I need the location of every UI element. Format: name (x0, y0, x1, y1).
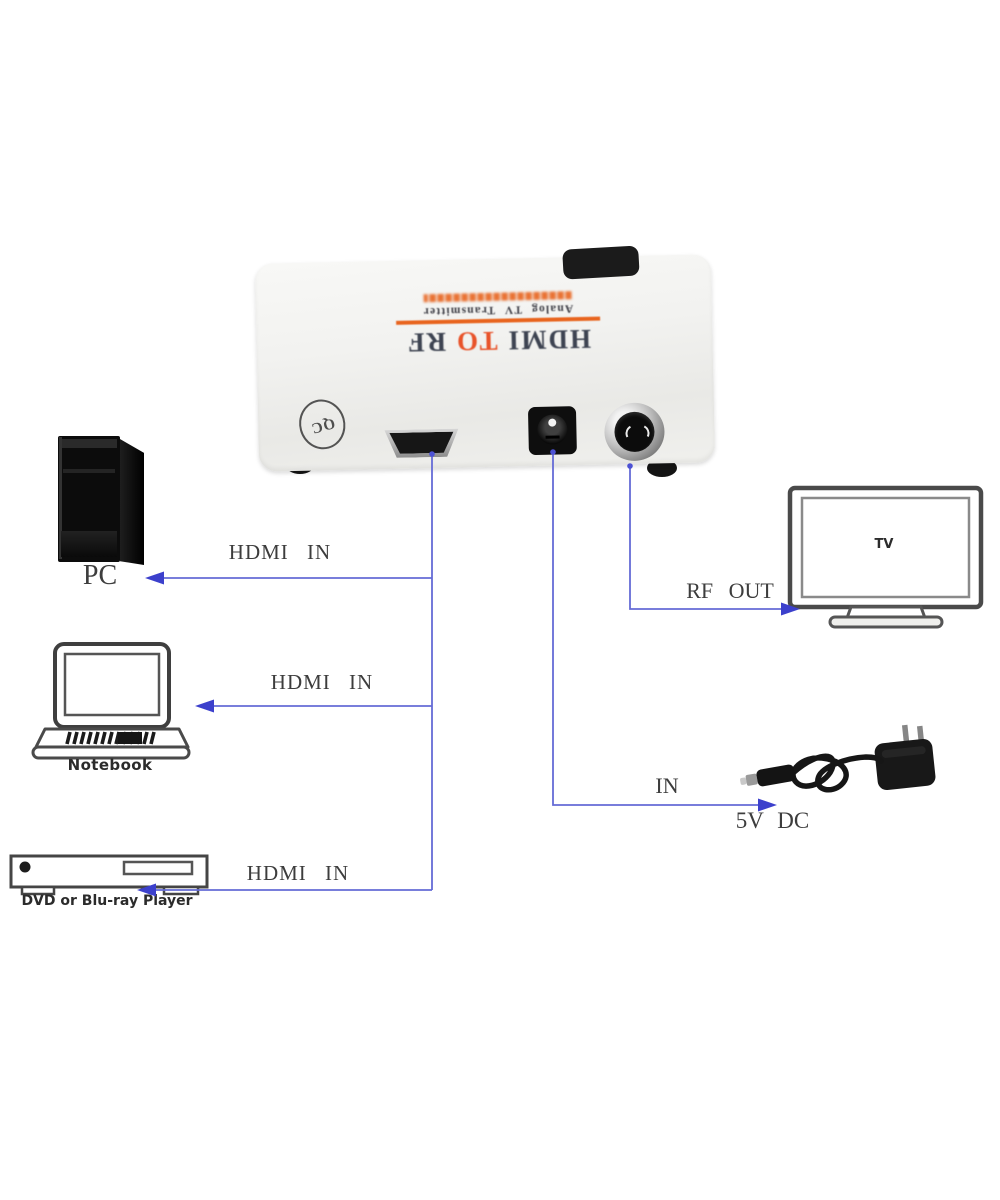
pc-front-vent (61, 531, 117, 557)
dvd-tray (122, 860, 194, 876)
tv-stand-base (828, 615, 944, 629)
notebook-label: Notebook (67, 756, 153, 774)
dc-jack-slot (545, 435, 560, 439)
arrowhead-pc (145, 571, 164, 585)
dc-power-jack (527, 406, 577, 456)
dvd-label: DVD or Blu-ray Player (21, 893, 193, 909)
tv-drawing: TV (787, 485, 984, 629)
title-to: TO (454, 326, 498, 358)
label-hdmi-in-pc: HDMI IN (228, 540, 332, 564)
hdmi-to-rf-converter: HDMITORF Analog TV Transmitter QC (254, 245, 716, 472)
pc-side-panel (120, 439, 144, 565)
converter-title: HDMITORF (405, 324, 592, 359)
wire-power (552, 452, 762, 806)
tv-label: TV (875, 537, 894, 552)
title-hdmi: HDMI (506, 324, 592, 357)
label-power-in: IN (655, 773, 679, 798)
pc-tower (55, 431, 147, 569)
dvd-power-button (19, 861, 31, 873)
adapter-cable (790, 753, 884, 793)
pc-bezel-highlight (59, 437, 62, 559)
pc-label: PC (82, 560, 118, 591)
hdmi-port (384, 429, 459, 459)
arrowhead-notebook (195, 699, 214, 713)
label-hdmi-in-notebook: HDMI IN (270, 670, 374, 694)
pc-optical-drive (63, 469, 115, 473)
label-hdmi-in-dvd: HDMI IN (246, 861, 350, 885)
qc-stamp: QC (293, 394, 352, 455)
rf-connector (603, 402, 666, 462)
dc-barrel-plug (740, 764, 796, 787)
title-rf: RF (405, 327, 447, 359)
power-adapter (740, 724, 936, 793)
label-5v-dc: 5V DC (735, 808, 810, 833)
adapter-prong (901, 724, 910, 746)
hdmi-port-cavity (389, 432, 453, 454)
converter-subtitle: Analog TV Transmitter (422, 302, 574, 318)
converter-top-slot (562, 245, 640, 280)
label-rf-out: RF OUT (686, 578, 774, 603)
adapter-prong (916, 725, 925, 747)
pc-drive-bay (61, 439, 117, 448)
notebook-drawing (31, 642, 191, 760)
converter-label: HDMITORF Analog TV Transmitter (385, 286, 610, 361)
qc-stamp-text: QC (308, 413, 337, 436)
chinese-text-blurred (423, 291, 572, 303)
adapter-body (874, 738, 936, 791)
